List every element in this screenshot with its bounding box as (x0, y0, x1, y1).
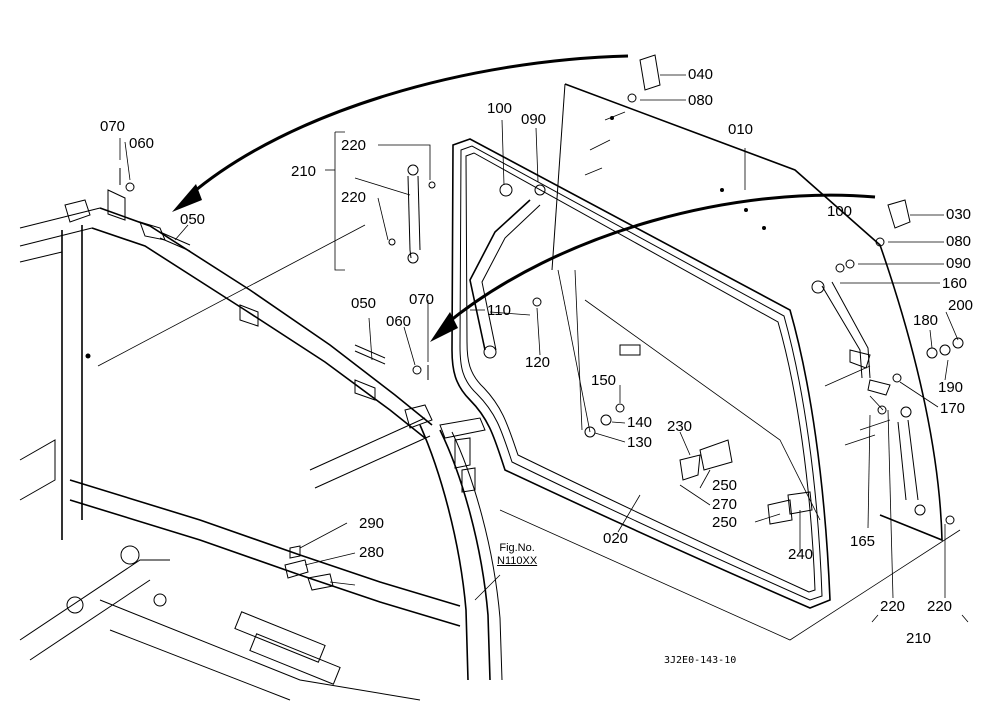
document-id: 3J2E0-143-10 (664, 655, 737, 666)
part-label-165[interactable]: 165 (850, 533, 876, 550)
part-label-230[interactable]: 230 (667, 418, 693, 435)
callout-leaders (119, 74, 959, 601)
door-glass (551, 83, 943, 542)
part-label-090-right[interactable]: 090 (946, 255, 972, 272)
part-label-070-left[interactable]: 070 (100, 118, 126, 135)
part-label-220-a[interactable]: 220 (341, 137, 367, 154)
cab-frame (19, 189, 503, 701)
latch-assembly (499, 269, 961, 641)
part-label-100-right[interactable]: 100 (827, 203, 853, 220)
part-label-270[interactable]: 280 (359, 544, 385, 561)
upper-hinges (627, 54, 911, 247)
part-label-190[interactable]: 190 (938, 379, 964, 396)
part-label-250-lower[interactable]: 250 (712, 514, 738, 531)
part-label-050-right[interactable]: 050 (351, 295, 377, 312)
part-label-220-b[interactable]: 220 (341, 189, 367, 206)
part-label-110[interactable]: 110 (487, 302, 511, 319)
door-seal (451, 138, 831, 609)
hinge-link (811, 259, 964, 411)
part-label-170[interactable]: 170 (940, 400, 966, 417)
bracket-set (284, 545, 334, 591)
figure-reference-number[interactable]: N110XX (497, 554, 538, 567)
part-label-180[interactable]: 180 (913, 312, 939, 329)
part-label-040[interactable]: 040 (688, 66, 714, 83)
part-label-250-upper[interactable]: 250 (712, 477, 738, 494)
part-label-200[interactable]: 200 (948, 297, 974, 314)
part-label-090-left[interactable]: 090 (521, 111, 547, 128)
part-label-150[interactable]: 150 (591, 372, 617, 389)
part-label-010[interactable]: 010 (728, 121, 754, 138)
part-label-030[interactable]: 030 (946, 206, 972, 223)
part-label-260[interactable]: 270 (712, 496, 738, 513)
part-label-130[interactable]: 130 (627, 434, 653, 451)
part-label-080-lower[interactable]: 080 (946, 233, 972, 250)
grab-handle (469, 183, 546, 359)
part-label-060-left[interactable]: 060 (129, 135, 155, 152)
part-label-070-right[interactable]: 070 (409, 291, 435, 308)
part-label-120[interactable]: 120 (525, 354, 551, 371)
part-label-020[interactable]: 020 (603, 530, 629, 547)
rail-fasteners (119, 168, 429, 380)
figure-reference-caption: Fig.No. (499, 542, 535, 554)
gas-strut-right (871, 405, 969, 623)
part-label-280[interactable]: 290 (359, 515, 385, 532)
part-label-210-left[interactable]: 210 (291, 163, 317, 180)
part-label-240[interactable]: 240 (788, 546, 814, 563)
part-label-210-right[interactable]: 210 (906, 630, 932, 647)
part-label-220-c[interactable]: 220 (880, 598, 906, 615)
assembly-arrows (172, 54, 876, 342)
gas-strut-left (325, 131, 436, 271)
part-label-050-left[interactable]: 050 (180, 211, 206, 228)
part-label-100-left[interactable]: 100 (487, 100, 513, 117)
part-label-080-upper[interactable]: 080 (688, 92, 714, 109)
part-label-060-right[interactable]: 060 (386, 313, 412, 330)
figure-reference[interactable]: Fig.No. N110XX (497, 542, 537, 567)
part-label-220-d[interactable]: 220 (927, 598, 953, 615)
part-label-160[interactable]: 160 (942, 275, 968, 292)
part-label-140[interactable]: 140 (627, 414, 653, 431)
